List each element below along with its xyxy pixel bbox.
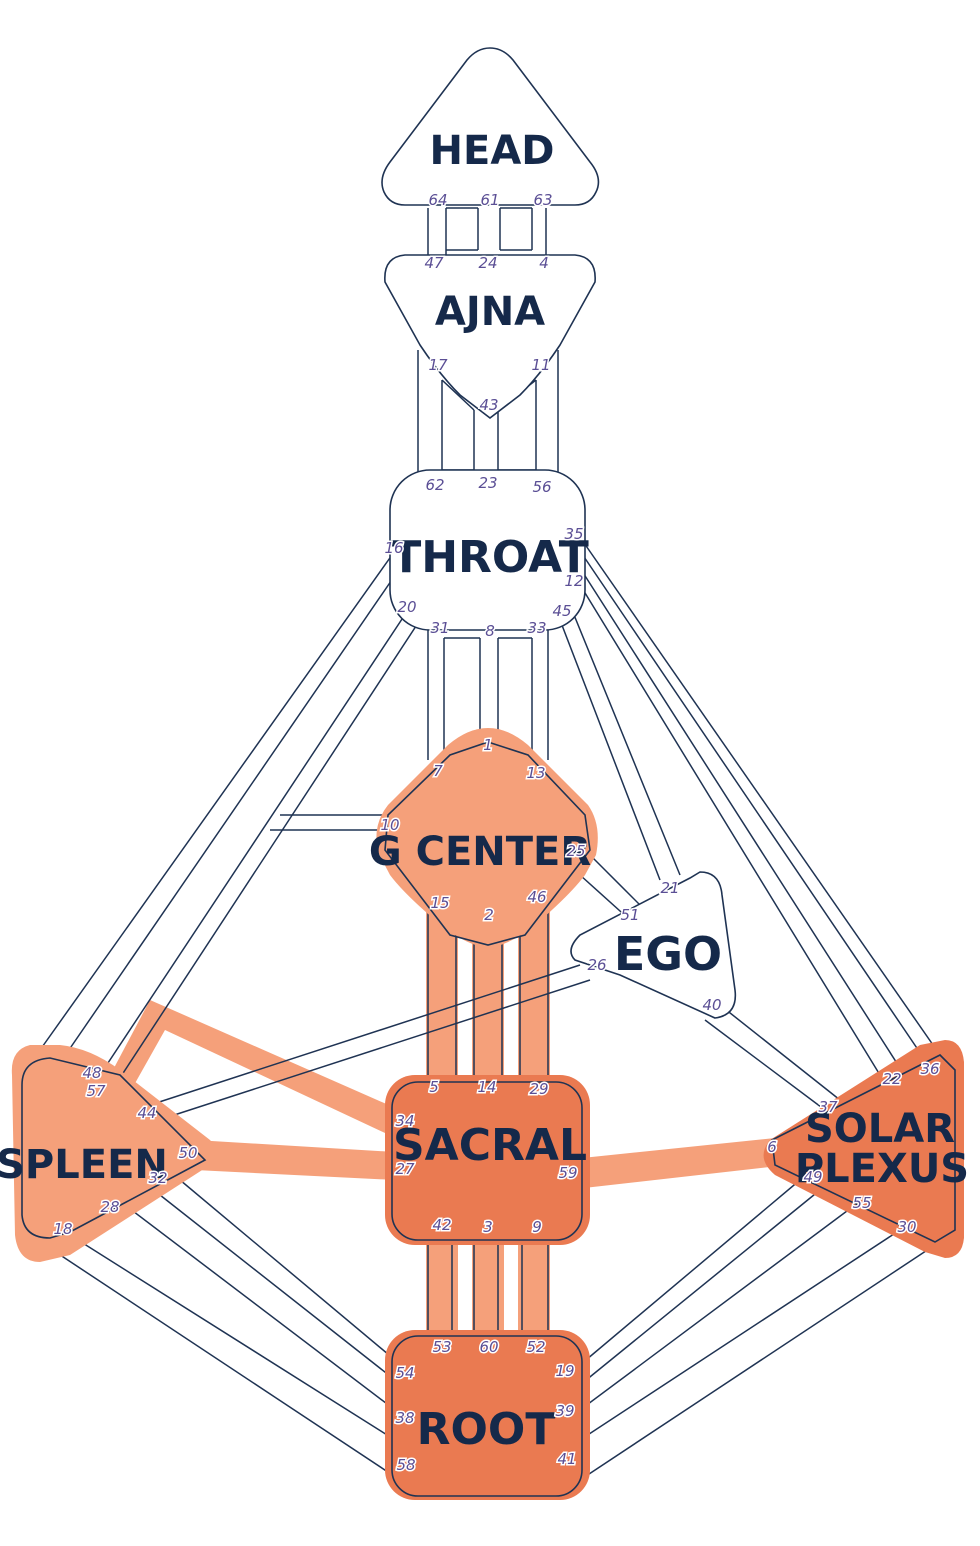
gate-27: 27 — [395, 1160, 415, 1178]
gate-3: 3 — [483, 1218, 493, 1236]
gate-58: 58 — [396, 1456, 415, 1474]
gate-8: 8 — [485, 622, 495, 640]
gate-18: 18 — [53, 1220, 72, 1238]
gate-21: 21 — [660, 879, 679, 897]
gate-30: 30 — [897, 1218, 916, 1236]
gate-31: 31 — [430, 619, 449, 637]
sacral-center: SACRAL — [385, 1075, 590, 1245]
gate-39: 39 — [555, 1402, 574, 1420]
gate-57: 57 — [86, 1082, 106, 1100]
gate-9: 9 — [532, 1218, 542, 1236]
gate-60: 60 — [479, 1338, 498, 1356]
gate-35: 35 — [564, 525, 583, 543]
channel-9-52-highlight — [518, 1225, 550, 1350]
gate-2: 2 — [484, 906, 494, 924]
gate-33: 33 — [527, 619, 546, 637]
gate-26: 26 — [587, 956, 606, 974]
gate-50: 50 — [178, 1144, 197, 1162]
gate-24: 24 — [478, 254, 497, 272]
gate-62: 62 — [425, 476, 444, 494]
channel-59-6-highlight — [582, 1138, 778, 1188]
gate-47: 47 — [424, 254, 444, 272]
sacral-label: SACRAL — [393, 1120, 587, 1171]
gate-11: 11 — [531, 356, 550, 374]
gate-23: 23 — [478, 474, 497, 492]
gate-59: 59 — [558, 1164, 577, 1182]
gate-37: 37 — [818, 1098, 838, 1116]
gate-63: 63 — [533, 191, 552, 209]
gate-43: 43 — [479, 396, 498, 414]
gate-64: 64 — [428, 191, 447, 209]
solar-plexus-label-line2: PLEXUS — [795, 1146, 969, 1192]
gate-53: 53 — [432, 1338, 451, 1356]
spleen-label: SPLEEN — [0, 1142, 168, 1188]
spleen-center: SPLEEN — [0, 1045, 216, 1262]
throat-label: THROAT — [391, 532, 589, 583]
gate-42: 42 — [432, 1216, 451, 1234]
ajna-label: AJNA — [435, 289, 545, 335]
head-label: HEAD — [430, 128, 555, 174]
gate-51: 51 — [620, 906, 639, 924]
ajna-center: AJNA — [384, 254, 596, 420]
gate-5: 5 — [429, 1078, 439, 1096]
gate-13: 13 — [526, 764, 545, 782]
gate-46: 46 — [527, 888, 546, 906]
gate-28: 28 — [100, 1198, 119, 1216]
gate-41: 41 — [557, 1450, 576, 1468]
gate-17: 17 — [428, 356, 448, 374]
gate-49: 49 — [803, 1168, 822, 1186]
solar-plexus-label-line1: SOLAR — [805, 1106, 955, 1152]
gate-44: 44 — [137, 1104, 156, 1122]
ego-center: EGO — [570, 871, 737, 1019]
gate-19: 19 — [555, 1362, 574, 1380]
gate-38: 38 — [395, 1409, 414, 1427]
gate-20: 20 — [397, 598, 416, 616]
solar-plexus-center: SOLAR PLEXUS — [763, 1040, 969, 1258]
gate-1: 1 — [483, 736, 493, 754]
throat-center: THROAT — [389, 469, 589, 631]
gate-10: 10 — [380, 816, 399, 834]
root-center: ROOT — [385, 1330, 590, 1500]
channel-50-27-highlight — [195, 1140, 395, 1180]
channel-57-34-highlight — [105, 1000, 400, 1140]
gate-29: 29 — [529, 1080, 548, 1098]
gate-4: 4 — [539, 254, 549, 272]
gate-45: 45 — [552, 602, 571, 620]
gate-7: 7 — [433, 762, 443, 780]
gate-numbers: 64 61 63 47 24 4 17 43 11 62 23 56 16 35… — [52, 190, 941, 1476]
root-label: ROOT — [417, 1404, 556, 1455]
head-center: HEAD — [381, 47, 600, 206]
gate-54: 54 — [395, 1364, 414, 1382]
g-center-label: G CENTER — [369, 829, 591, 875]
gate-48: 48 — [82, 1064, 101, 1082]
gate-32: 32 — [148, 1169, 167, 1187]
gate-12: 12 — [564, 572, 583, 590]
gate-25: 25 — [566, 842, 585, 860]
gate-52: 52 — [526, 1338, 545, 1356]
gate-56: 56 — [532, 478, 551, 496]
gate-61: 61 — [480, 191, 499, 209]
gate-40: 40 — [702, 996, 721, 1014]
gate-14: 14 — [477, 1078, 496, 1096]
gate-36: 36 — [920, 1060, 939, 1078]
gate-34: 34 — [395, 1112, 414, 1130]
gate-16: 16 — [384, 539, 403, 557]
ego-label: EGO — [614, 927, 722, 981]
channel-lines — [29, 207, 951, 1481]
gate-15: 15 — [430, 894, 449, 912]
gate-6: 6 — [767, 1138, 777, 1156]
gate-55: 55 — [852, 1194, 871, 1212]
g-center: G CENTER — [369, 728, 598, 948]
gate-22: 22 — [882, 1070, 901, 1088]
